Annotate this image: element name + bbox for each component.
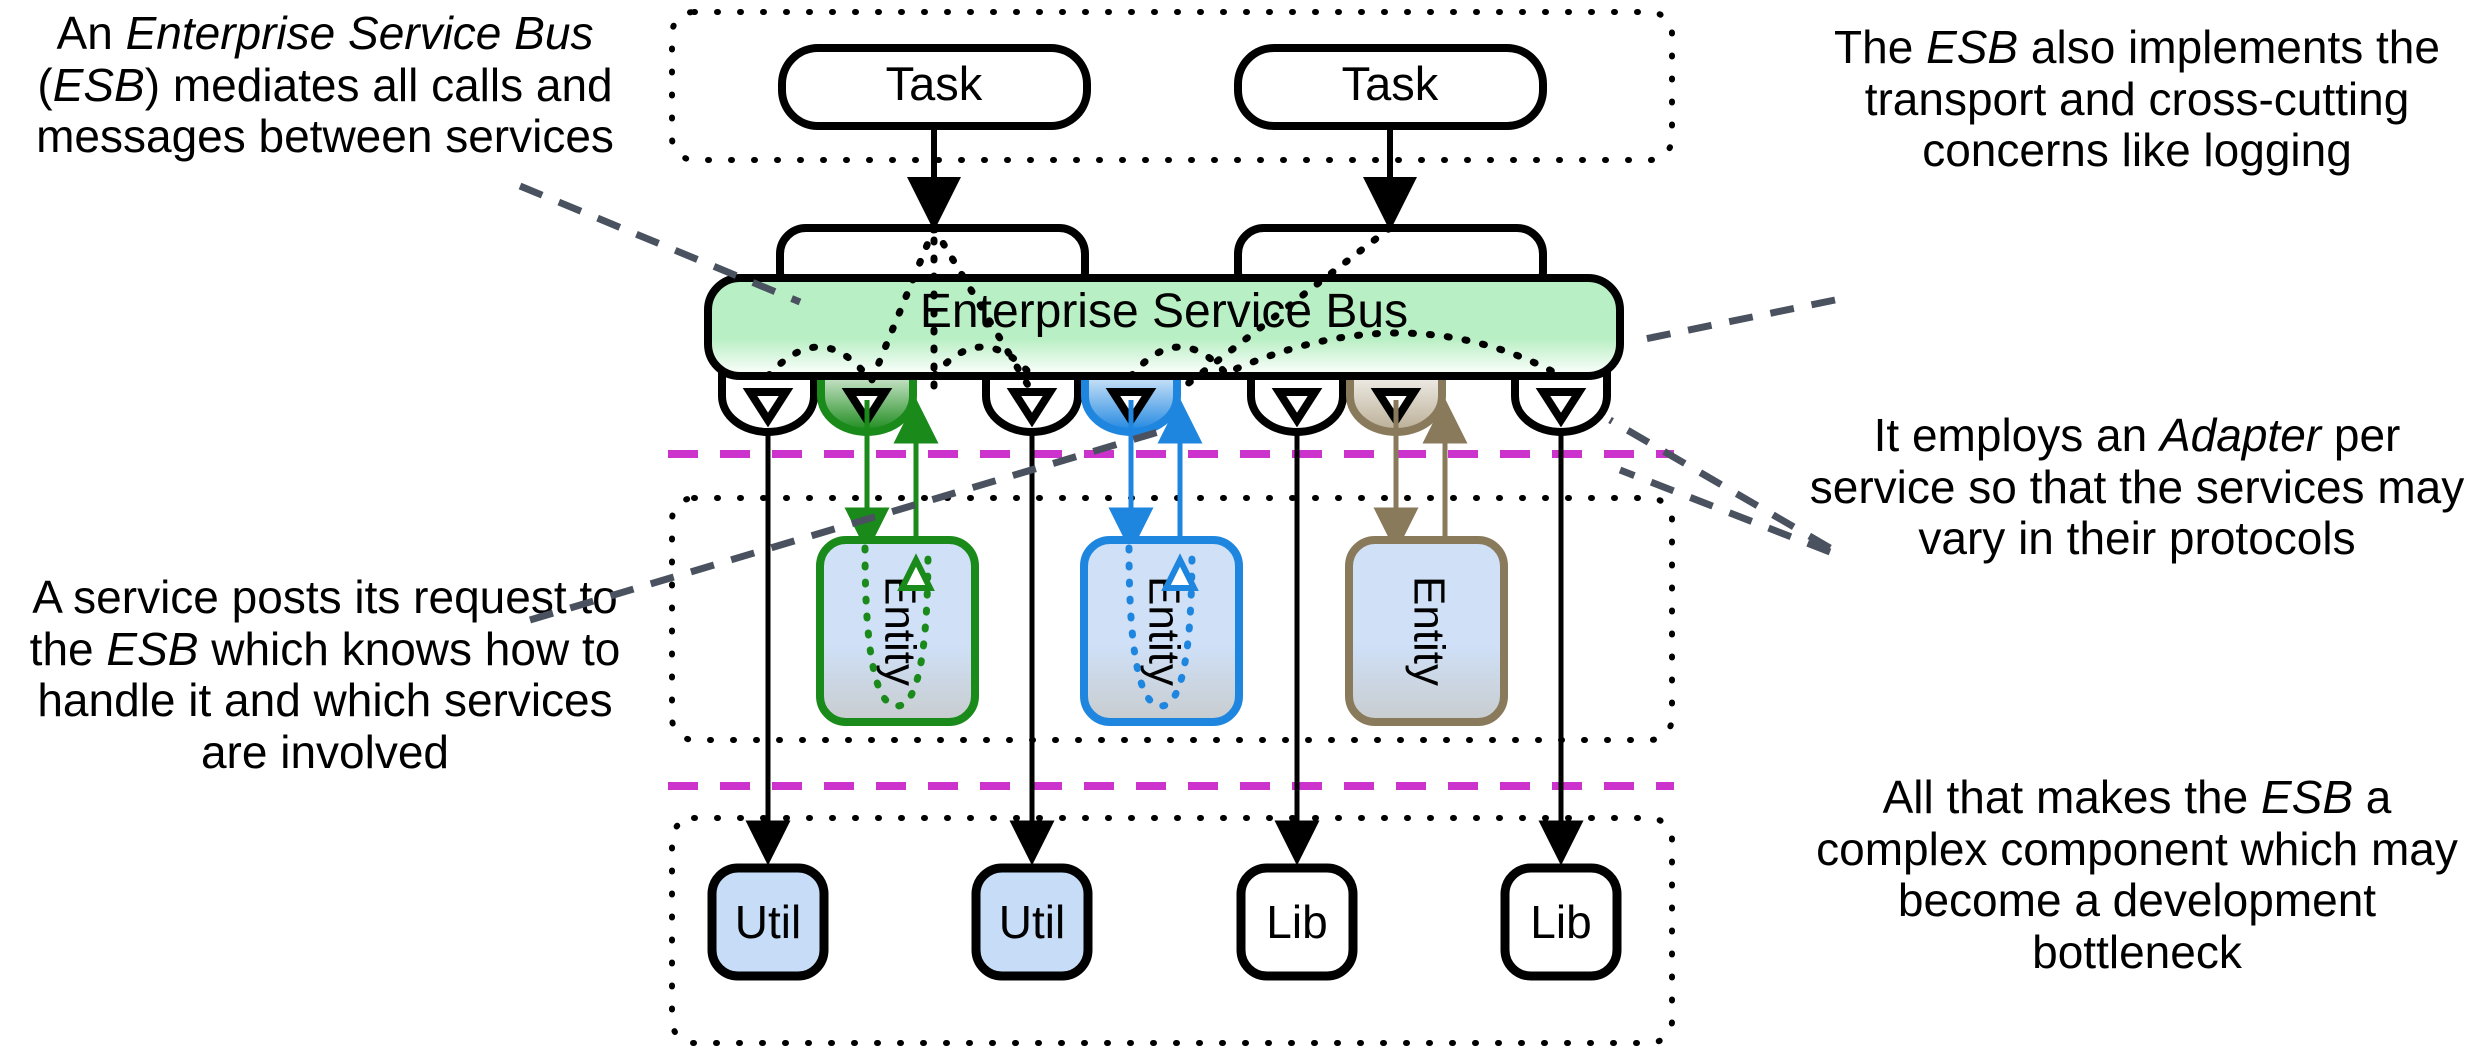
annotation-br-text-b: a complex component which may become a d…: [1816, 771, 2458, 978]
enterprise-service-bus-bar[interactable]: Enterprise Service Bus: [704, 274, 1624, 380]
entity-node-2-label: Entity: [1139, 576, 1188, 686]
annotation-bl-text-a: A service posts its request to the: [29, 571, 618, 675]
entity-node-3[interactable]: Entity: [1345, 536, 1508, 726]
annotation-mr-text-b: per service so that the services may var…: [1809, 409, 2465, 565]
lib-node-2-label: Lib: [1530, 896, 1591, 948]
annotation-tl-em-b: ESB: [52, 58, 145, 111]
annotation-tl-text-a: An: [56, 7, 126, 59]
annotation-br-text-a: All that makes the: [1882, 771, 2261, 823]
annotation-bottom-left: A service posts its request to the ESB w…: [0, 571, 650, 778]
esb-architecture-diagram: Task Task: [660, 0, 1680, 1056]
annotation-br-em-a: ESB: [2260, 771, 2354, 823]
annotation-mid-right: It employs an Adapter per service so tha…: [1805, 409, 2469, 565]
lib-node-2[interactable]: Lib: [1500, 863, 1622, 981]
annotation-tl-text-b: (: [37, 58, 53, 111]
annotation-top-left: An Enterprise Service Bus (ESB) mediates…: [0, 7, 650, 163]
annotation-tr-text-a: The: [1834, 21, 1927, 73]
task-to-esb-arrows: [907, 126, 1417, 231]
annotation-bl-text-b: which knows how to handle it and which s…: [37, 622, 621, 778]
annotation-mr-em-a: Adapter: [2159, 409, 2322, 461]
util-node-1-label: Util: [735, 896, 801, 948]
annotation-bl-em-a: ESB: [106, 622, 199, 675]
esb-message-routes: [764, 218, 1565, 396]
annotation-tl-text-c: ) mediates all calls and messages betwee…: [36, 58, 614, 163]
annotation-tr-text-b: also implements the transport and cross-…: [1864, 21, 2440, 177]
annotation-tr-em-a: ESB: [1926, 21, 2019, 73]
package-frame-entities: [669, 495, 1675, 743]
task-node-1[interactable]: Task: [778, 44, 1091, 130]
annotation-top-right: The ESB also implements the transport an…: [1805, 21, 2469, 177]
lib-node-1[interactable]: Lib: [1236, 863, 1358, 981]
entity-node-1-label: Entity: [875, 576, 924, 686]
annotation-tl-em-a: Enterprise Service Bus: [125, 7, 594, 59]
lib-node-1-label: Lib: [1266, 896, 1327, 948]
annotation-mr-text-a: It employs an: [1873, 409, 2160, 461]
util-node-2-label: Util: [999, 896, 1065, 948]
util-node-2[interactable]: Util: [971, 863, 1093, 981]
util-node-1[interactable]: Util: [707, 863, 829, 981]
annotation-bottom-right: All that makes the ESB a complex compone…: [1805, 771, 2469, 978]
entity-node-3-label: Entity: [1404, 576, 1453, 686]
package-frame-utils: [669, 815, 1675, 1046]
task-node-1-label: Task: [886, 57, 983, 110]
entity-node-1[interactable]: Entity: [816, 536, 979, 726]
task-node-2-label: Task: [1342, 57, 1439, 110]
esb-label: Enterprise Service Bus: [920, 285, 1408, 338]
task-node-2[interactable]: Task: [1234, 44, 1547, 130]
entity-node-2[interactable]: Entity: [1080, 536, 1243, 726]
